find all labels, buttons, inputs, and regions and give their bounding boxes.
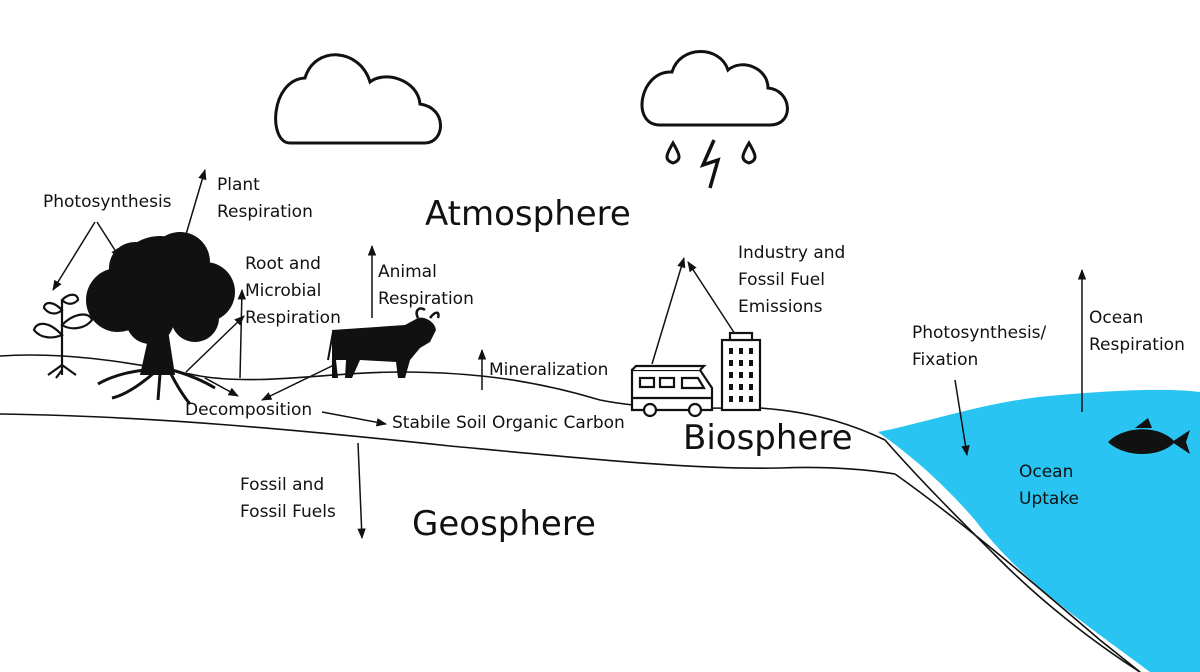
arrow-cow-decomposition xyxy=(261,363,337,401)
fossil-fuels-label: Fossil and Fossil Fuels xyxy=(240,475,336,522)
biosphere-label: Biosphere xyxy=(683,418,853,458)
arrow-photosynthesis-tree xyxy=(96,221,121,259)
decomposition-label: Decomposition xyxy=(185,400,313,420)
ocean-uptake-label: Ocean Uptake xyxy=(1019,462,1080,509)
cow-icon xyxy=(327,307,440,378)
animal-respiration-label: Animal Respiration xyxy=(378,262,474,309)
soil-line xyxy=(0,413,896,475)
lightning-icon xyxy=(699,139,721,189)
ocean-respiration-label: Ocean Respiration xyxy=(1089,308,1185,355)
tree-icon xyxy=(86,232,235,405)
arrow-root-respiration-1 xyxy=(185,315,245,373)
raindrop-icon xyxy=(741,140,757,165)
shelf-line xyxy=(884,439,1141,672)
arrow-root-respiration-2 xyxy=(237,288,246,379)
fish-icon xyxy=(1108,418,1190,454)
storm-cloud-icon xyxy=(640,50,789,127)
arrow-industry-emission xyxy=(687,261,736,335)
plant-respiration-label: Plant Respiration xyxy=(217,175,313,222)
arrow-van-emission xyxy=(651,256,686,365)
seedling-icon xyxy=(32,293,94,379)
arrow-plant-respiration xyxy=(181,168,207,249)
mineralization-label: Mineralization xyxy=(489,360,609,380)
slope-line xyxy=(894,473,1141,672)
geosphere-label: Geosphere xyxy=(412,504,596,544)
arrow-tree-decomposition xyxy=(204,377,239,397)
arrow-fossil xyxy=(357,442,366,540)
root-microbial-respiration-label: Root and Microbial Respiration xyxy=(245,254,341,328)
photosynthesis-fixation-label: Photosynthesis/ Fixation xyxy=(912,323,1047,370)
photosynthesis-label: Photosynthesis xyxy=(43,192,172,212)
cloud-icon xyxy=(274,53,442,145)
raindrop-icon xyxy=(665,140,681,165)
arrow-photosynthesis-seedling xyxy=(52,221,96,291)
factory-building-icon xyxy=(720,331,762,412)
industry-emissions-label: Industry and Fossil Fuel Emissions xyxy=(738,243,846,317)
arrow-photo-fixation xyxy=(954,379,970,457)
arrow-decomposition-stable xyxy=(321,411,388,427)
stable-soil-organic-carbon-label: Stabile Soil Organic Carbon xyxy=(392,413,625,433)
camper-van-icon xyxy=(630,364,714,418)
atmosphere-label: Atmosphere xyxy=(425,194,631,234)
ocean-water xyxy=(878,389,1200,672)
flux-arrows xyxy=(52,168,1087,540)
